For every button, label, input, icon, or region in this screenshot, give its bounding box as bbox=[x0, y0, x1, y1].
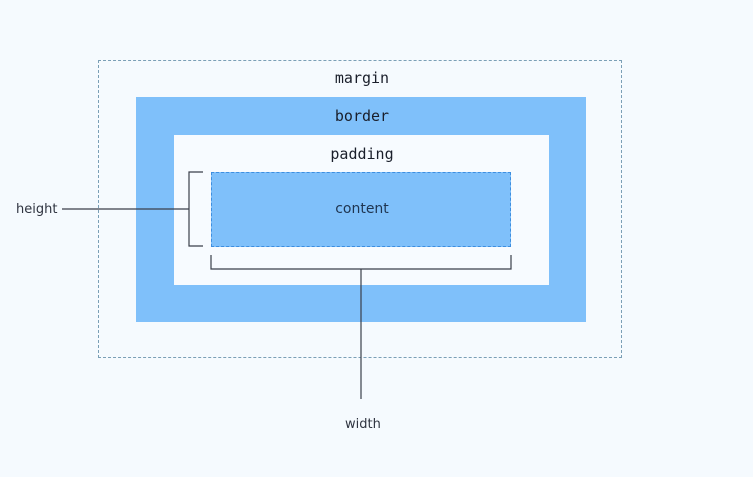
height-label: height bbox=[16, 202, 58, 217]
padding-label: padding bbox=[330, 145, 394, 163]
border-label: border bbox=[334, 107, 390, 125]
margin-label: margin bbox=[334, 69, 390, 87]
content-box bbox=[211, 172, 511, 247]
width-bracket bbox=[210, 255, 512, 270]
height-bracket bbox=[188, 171, 203, 247]
content-label: content bbox=[335, 201, 389, 217]
width-label: width bbox=[345, 417, 381, 432]
